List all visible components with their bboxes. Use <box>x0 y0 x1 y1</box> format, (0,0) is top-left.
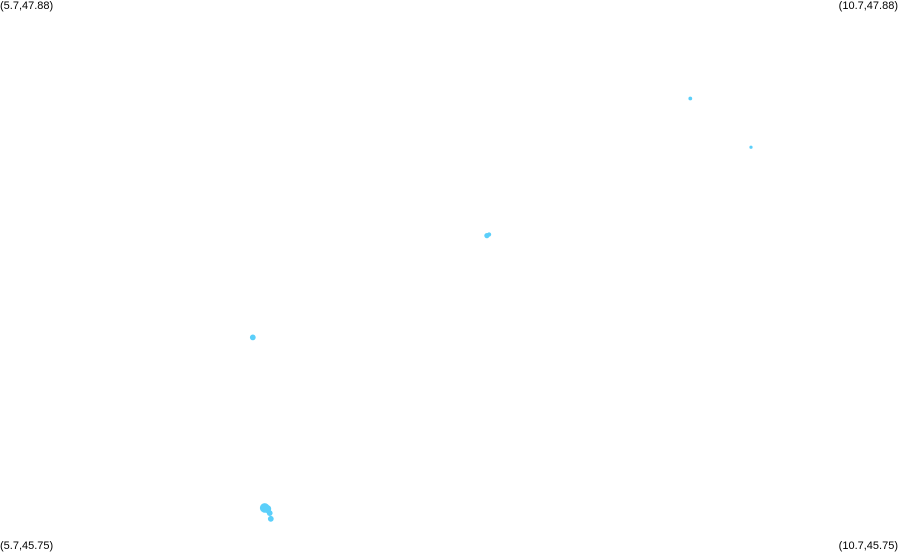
map-feature-8 <box>267 515 274 522</box>
corner-coordinate-bottom-left: (5.7,45.75) <box>0 540 54 552</box>
corner-coordinate-top-left: (5.7,47.88) <box>0 0 54 12</box>
map-feature-1 <box>749 145 753 149</box>
map-feature-0 <box>688 96 693 101</box>
corner-coordinate-top-right: (10.7,47.88) <box>838 0 898 12</box>
corner-coordinate-bottom-right: (10.7,45.75) <box>838 540 898 552</box>
map-feature-4 <box>249 334 256 341</box>
map-feature-7 <box>266 510 273 516</box>
map-feature-3 <box>487 232 492 237</box>
